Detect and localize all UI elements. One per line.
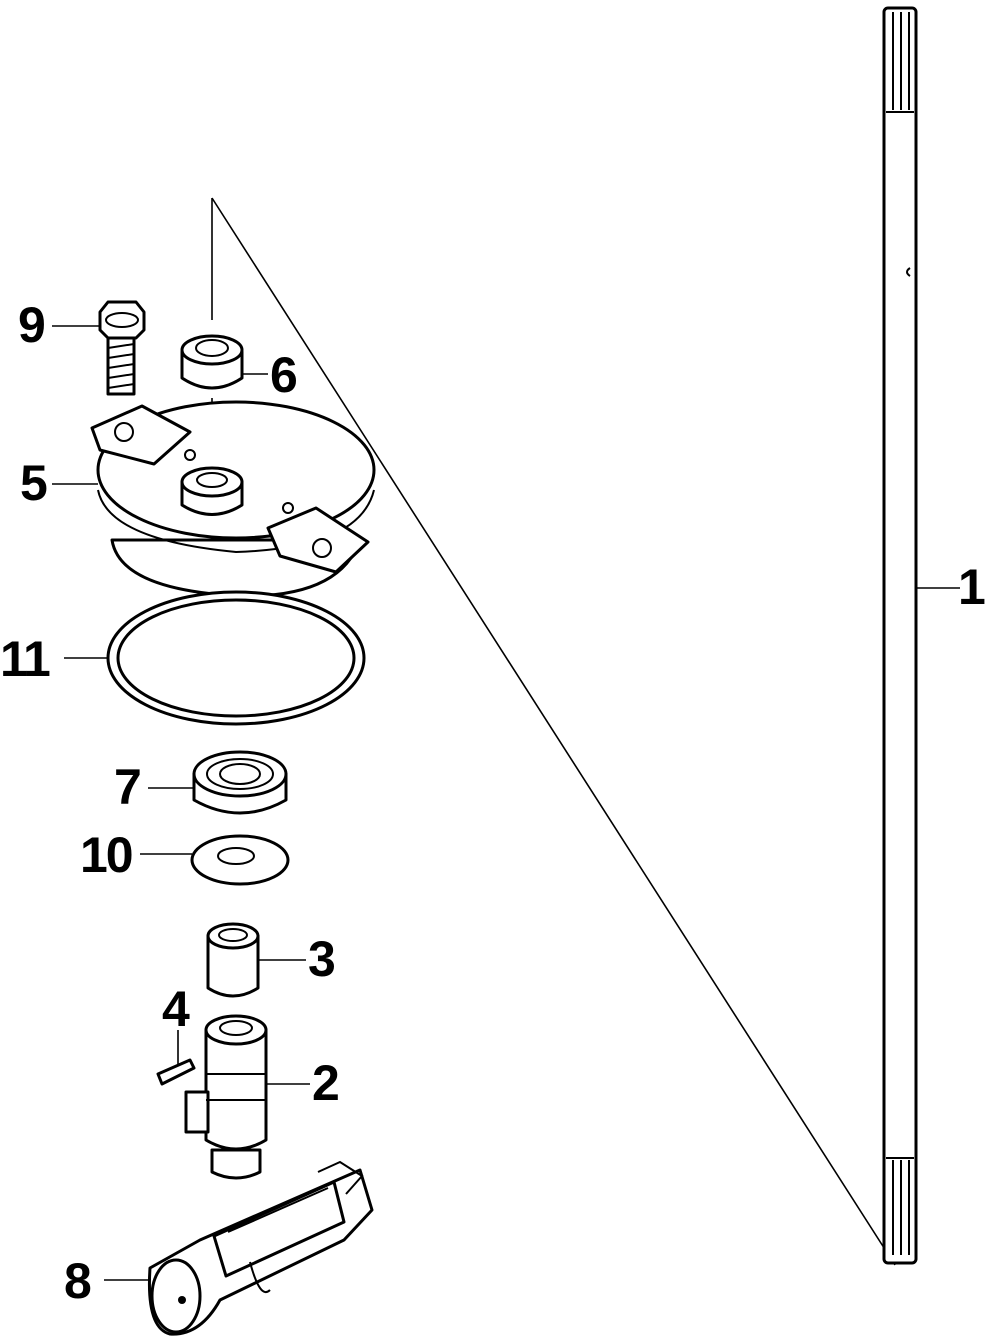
callout-4: 4 [162,981,190,1037]
part-7-bearing [192,750,288,815]
part-3-sleeve [206,922,260,998]
callout-8: 8 [64,1253,92,1309]
part-1-drive-shaft [882,6,918,1265]
callout-3: 3 [308,931,336,987]
part-10-washer [190,834,290,886]
part-6-bushing [180,334,244,390]
part-4-pin [156,1058,196,1086]
callout-9: 9 [18,297,46,353]
callout-10: 10 [80,827,134,883]
assembly-reference-line [211,197,896,1266]
callout-11: 11 [0,631,51,687]
callout-6: 6 [270,347,298,403]
callout-5: 5 [20,455,48,511]
callout-1: 1 [958,559,985,615]
callout-2: 2 [312,1055,340,1111]
part-11-o-ring [106,590,366,726]
part-9-bolt [98,300,146,396]
part-8-yoke-coupler [147,1160,374,1336]
callout-7: 7 [114,759,142,815]
part-5-housing-cover [90,400,376,598]
part-2-coupling-shaft [184,1014,268,1180]
